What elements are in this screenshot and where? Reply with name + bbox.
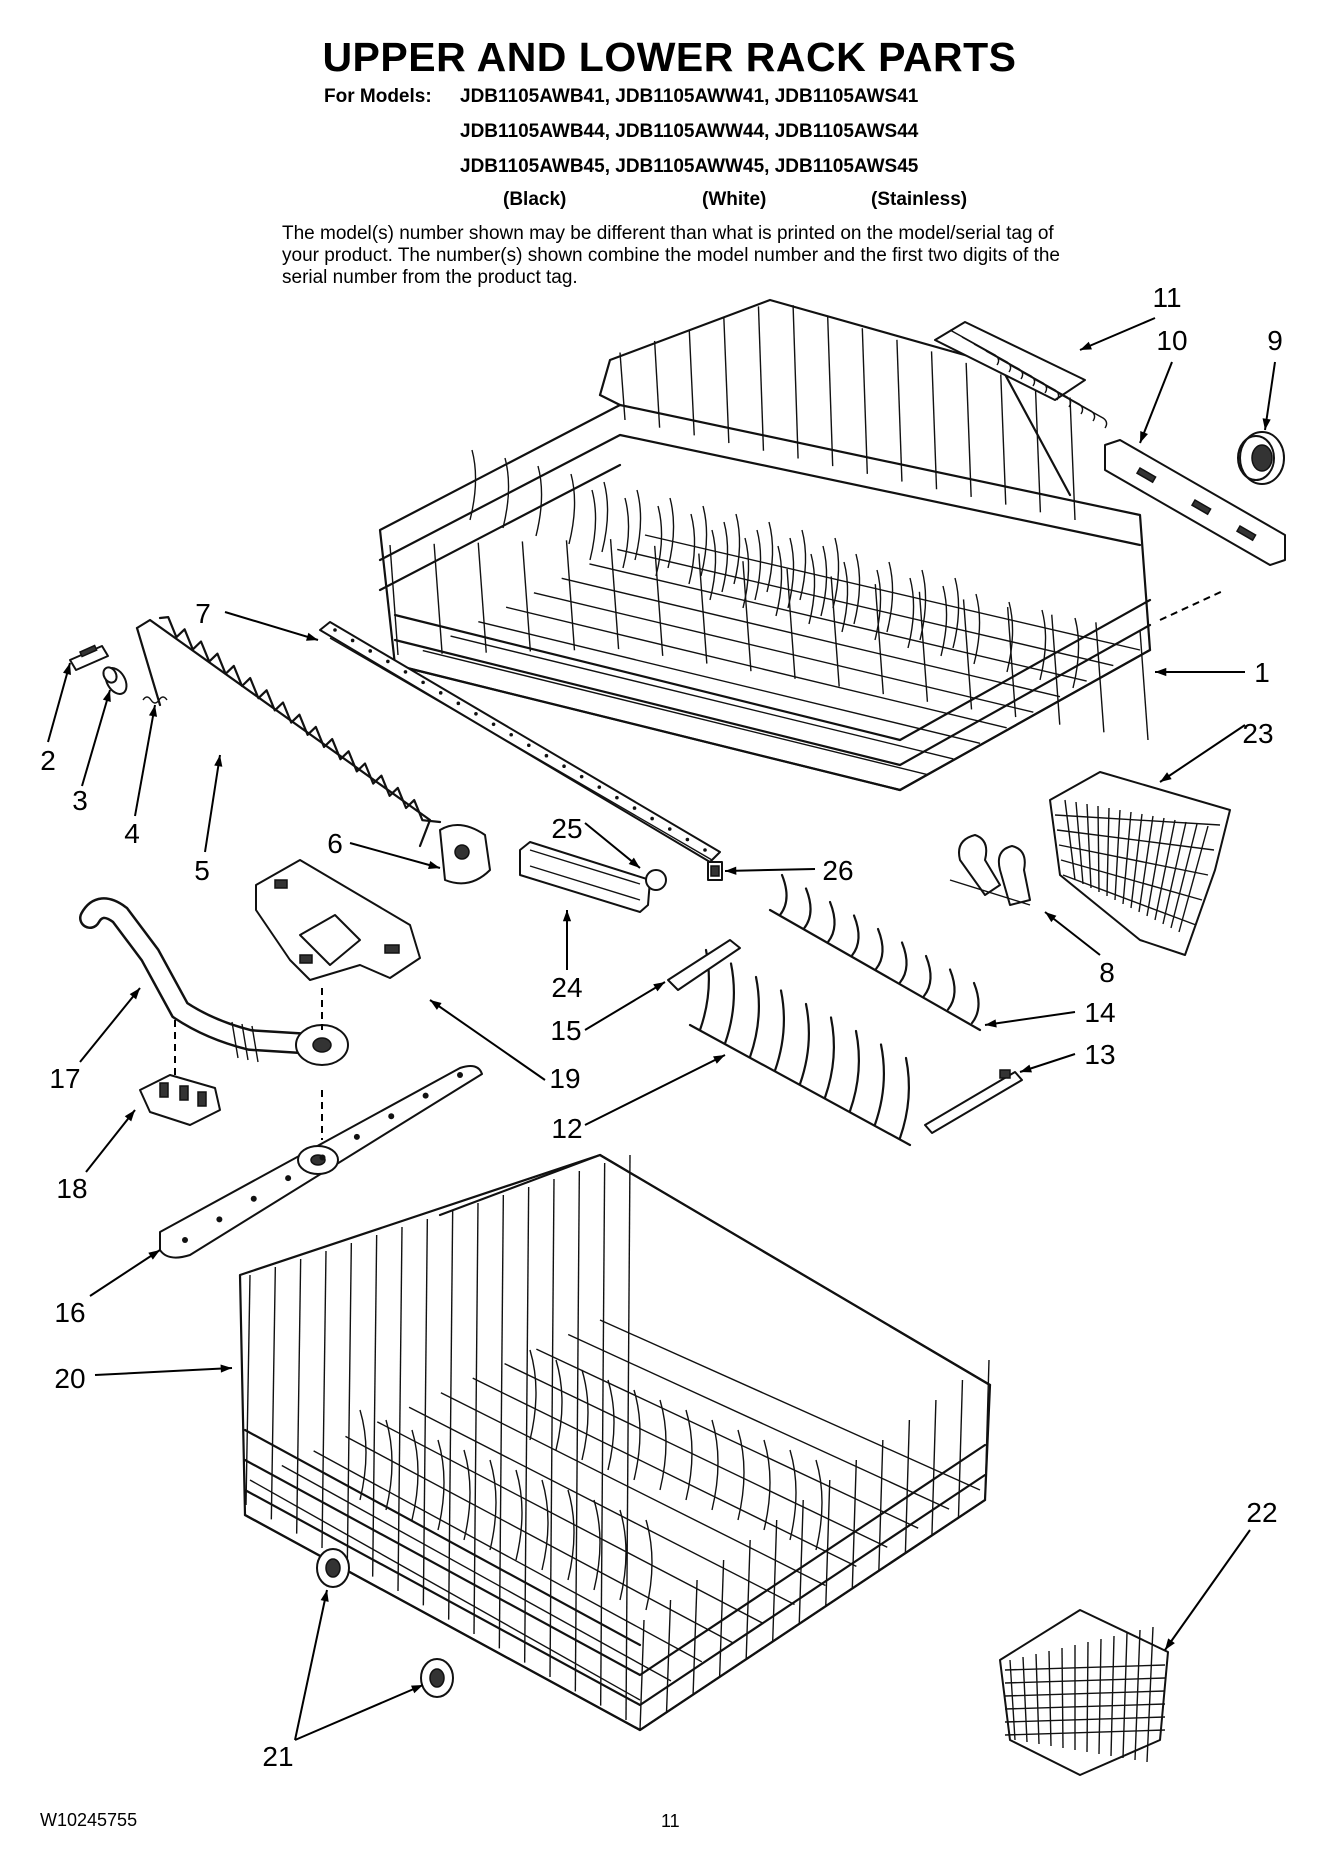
callout-10: 10: [1156, 325, 1187, 356]
rail-stop-illustration: [439, 824, 491, 885]
spring-illustration: [142, 696, 168, 704]
rack-wheel-illustration: [1237, 431, 1285, 485]
lower-rack-wheel-illustration: [316, 1548, 454, 1698]
color-label-white: (White): [702, 189, 767, 210]
callout-25: 25: [551, 813, 582, 844]
models-prefix: For Models:: [324, 86, 432, 107]
tine-row-upper-illustration: [768, 873, 982, 1032]
callout-6: 6: [327, 828, 343, 859]
callout-11: 11: [1152, 282, 1181, 313]
clip-illustration: [69, 644, 109, 671]
feed-tube-illustration: [79, 897, 349, 1066]
callout-1: 1: [1254, 657, 1270, 688]
rail-cover-illustration: [519, 841, 651, 913]
callout-15: 15: [550, 1015, 581, 1046]
cup-shelf-illustration: [934, 321, 1108, 429]
callout-4: 4: [124, 818, 140, 849]
callout-3: 3: [72, 785, 88, 816]
rail-clip-illustration: [707, 861, 723, 881]
silverware-basket-large-illustration: [999, 1609, 1169, 1776]
manifold-illustration: [255, 859, 421, 981]
callout-24: 24: [551, 972, 582, 1003]
callout-26: 26: [822, 855, 853, 886]
lower-rack-illustration: [238, 1153, 992, 1732]
callout-23: 23: [1242, 718, 1273, 749]
callout-17: 17: [49, 1063, 80, 1094]
tine-clip-illustration: [949, 834, 1031, 906]
leader-lines: [47, 317, 1276, 1741]
callout-numbers: 1 2 3 4 5 6 7 8 9 10 11 12 13 14 15 16 1…: [40, 282, 1283, 1772]
callout-20: 20: [54, 1363, 85, 1394]
rail-bracket-illustration: [1104, 439, 1286, 566]
ball-illustration: [645, 869, 667, 891]
document-number: W10245755: [40, 1810, 138, 1830]
callout-12: 12: [551, 1113, 582, 1144]
spray-arm-illustration: [159, 1065, 483, 1259]
callout-9: 9: [1267, 325, 1283, 356]
silverware-basket-small-illustration: [1049, 771, 1231, 956]
models-line-3: JDB1105AWB45, JDB1105AWW45, JDB1105AWS45: [460, 156, 919, 177]
callout-22: 22: [1246, 1497, 1277, 1528]
models-line-2: JDB1105AWB44, JDB1105AWW44, JDB1105AWS44: [460, 121, 919, 142]
tine-row-lower-illustration: [688, 948, 912, 1147]
wave-wire-illustration: [158, 616, 442, 824]
color-label-stainless: (Stainless): [871, 189, 968, 210]
end-cap-illustration: [102, 666, 128, 695]
callout-13: 13: [1084, 1039, 1115, 1070]
callout-2: 2: [40, 745, 56, 776]
models-line-1: JDB1105AWB41, JDB1105AWW41, JDB1105AWS41: [460, 86, 919, 107]
callout-16: 16: [54, 1297, 85, 1328]
tube-bracket-illustration: [139, 1074, 221, 1126]
callout-21: 21: [262, 1741, 293, 1772]
page-title: UPPER AND LOWER RACK PARTS: [322, 34, 1017, 80]
color-label-black: (Black): [503, 189, 567, 210]
callout-14: 14: [1084, 997, 1115, 1028]
callout-8: 8: [1099, 957, 1115, 988]
callout-5: 5: [194, 855, 210, 886]
tine-pivot-illustration: [667, 939, 741, 991]
upper-rack-illustration: [378, 298, 1152, 792]
callout-19: 19: [549, 1063, 580, 1094]
tine-hinge-illustration: [924, 1069, 1023, 1134]
model-number-note: The model(s) number shown may be differe…: [282, 223, 1060, 288]
page-number: 11: [661, 1811, 680, 1831]
rail-strip-illustration: [319, 621, 721, 863]
alignment-line: [1159, 589, 1226, 621]
callout-18: 18: [56, 1173, 87, 1204]
callout-7: 7: [195, 598, 211, 629]
